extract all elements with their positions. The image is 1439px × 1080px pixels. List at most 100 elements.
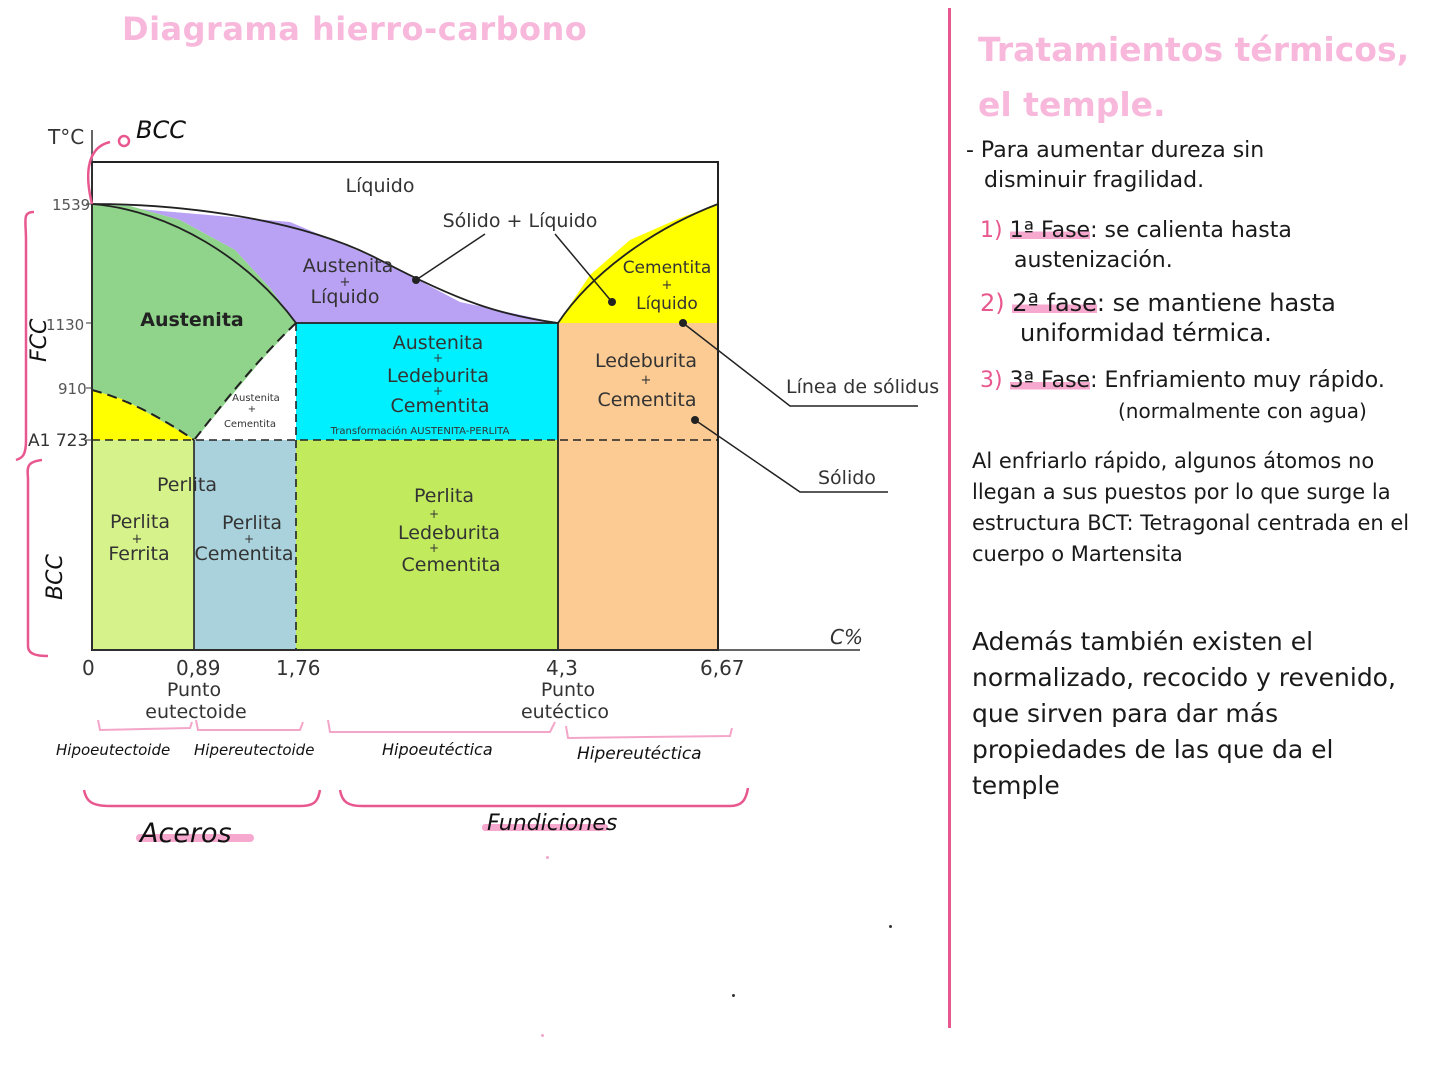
label-perlita-led-4: + bbox=[429, 541, 439, 555]
label-solido: Sólido bbox=[818, 467, 876, 489]
step-2-text: : se mantiene hasta bbox=[1096, 289, 1336, 317]
label-aust-led-cem-5: Cementita bbox=[390, 395, 489, 417]
handwritten-bcc-top: BCC bbox=[136, 116, 186, 144]
side-label-fcc: FCC bbox=[27, 318, 52, 362]
label-perlita-led-3: Ledeburita bbox=[398, 522, 500, 544]
iron-carbon-diagram: T°C C% 1539 1130 910 A1 723 0 0,89 1,76 … bbox=[15, 116, 939, 849]
austenite-boundary bbox=[91, 203, 297, 324]
region-cementite-liquid bbox=[558, 204, 718, 323]
pointer-solidus-line bbox=[682, 322, 918, 407]
range-hipereutectoide: Hipereutectoide bbox=[194, 741, 314, 759]
label-aus-cem-small-3: Cementita bbox=[224, 419, 276, 430]
step-3-line1: 3) 3ª Fase: Enfriamiento muy rápido. bbox=[980, 366, 1435, 396]
region-ledeburite-cementite bbox=[558, 323, 718, 650]
label-austenita-liquido-1: Austenita bbox=[303, 255, 394, 277]
pointer-sl-left bbox=[415, 233, 486, 281]
label-aust-led-cem-1: Austenita bbox=[393, 332, 484, 354]
label-aus-cem-small-1: Austenita bbox=[232, 393, 280, 404]
y-tick-910: 910 bbox=[58, 380, 87, 398]
label-austenita: Austenita bbox=[140, 309, 243, 331]
eutectoid-label-2: eutectoide bbox=[145, 701, 246, 723]
label-perlita-ferrita-2: + bbox=[132, 532, 143, 547]
region-cyan bbox=[296, 323, 558, 440]
range-hipoeutectica: Hipoeutéctica bbox=[382, 740, 493, 759]
step-3-text: : Enfriamiento muy rápido. bbox=[1090, 368, 1385, 393]
label-perlita-cementita-1: Perlita bbox=[222, 512, 282, 534]
notes-title: Tratamientos térmicos, el temple. bbox=[978, 22, 1428, 132]
notes-title-line1: Tratamientos térmicos, bbox=[978, 30, 1410, 69]
step-3-line2: (normalmente con agua) bbox=[1118, 399, 1367, 423]
pointer-dot-cementite-liquid bbox=[608, 298, 616, 306]
side-label-bcc: BCC bbox=[43, 554, 68, 600]
label-linea-solidus: Línea de sólidus bbox=[786, 376, 939, 398]
bracket-hipoeutectoide bbox=[97, 719, 193, 732]
bcc-top-curve bbox=[87, 140, 111, 205]
step-2: 2) 2ª fase: se mantiene hasta uniformida… bbox=[980, 288, 1430, 348]
label-perlita-led-2: + bbox=[429, 507, 439, 521]
region-austenite bbox=[92, 204, 296, 440]
range-hipoeutectoide: Hipoeutectoide bbox=[56, 741, 170, 759]
bcc-bracket bbox=[26, 458, 49, 658]
intro-note: - Para aumentar dureza sin disminuir fra… bbox=[966, 136, 1426, 196]
step-3: 3) 3ª Fase: Enfriamiento muy rápido. (no… bbox=[980, 366, 1435, 426]
label-perlita-ferrita-1: Perlita bbox=[110, 511, 170, 533]
label-led-cem-2: + bbox=[641, 373, 652, 388]
label-cementita-liquido-3: Líquido bbox=[636, 294, 698, 314]
label-led-cem-1: Ledeburita bbox=[595, 350, 697, 372]
label-aceros: Aceros bbox=[138, 818, 232, 849]
step-1-label: 1ª Fase bbox=[1009, 218, 1091, 243]
pointer-solido-line bbox=[694, 419, 888, 493]
bracket-hipereutectoide bbox=[195, 719, 304, 731]
step-2-line1: 2) 2ª fase: se mantiene hasta bbox=[980, 288, 1430, 318]
step-1-line2: austenización. bbox=[1014, 248, 1173, 273]
y-tick-1539: 1539 bbox=[52, 196, 90, 214]
fcc-bracket bbox=[15, 210, 35, 462]
y-axis-label: T°C bbox=[47, 125, 84, 149]
intro-line1: - Para aumentar dureza sin bbox=[966, 138, 1265, 163]
x-tick-0: 0 bbox=[82, 656, 95, 680]
label-perlita-led-5: Cementita bbox=[401, 554, 500, 576]
liquidus-line bbox=[91, 203, 719, 324]
label-aust-led-cem-3: Ledeburita bbox=[387, 365, 489, 387]
stray-dot-2 bbox=[732, 994, 735, 997]
other-treatments-paragraph: Además también existen el normalizado, r… bbox=[972, 627, 1396, 800]
bracket-aceros bbox=[82, 789, 322, 808]
step-1-line1: 1) 1ª Fase: se calienta hasta bbox=[980, 216, 1430, 246]
bracket-hipereutectica bbox=[565, 725, 733, 740]
region-liquid-austenite bbox=[92, 204, 558, 323]
y-tick-723: A1 723 bbox=[28, 431, 88, 451]
bcc-top-marker bbox=[117, 134, 131, 148]
region-yellow-left bbox=[92, 390, 195, 440]
bracket-fundiciones bbox=[338, 787, 750, 808]
diagram-title: Diagrama hierro-carbono bbox=[122, 10, 588, 48]
label-austenita-liquido-3: Líquido bbox=[311, 286, 380, 308]
eutectic-label-1: Punto bbox=[541, 679, 595, 701]
label-liquido: Líquido bbox=[346, 175, 415, 197]
region-perlite-cementite bbox=[194, 440, 296, 650]
y-tick-1130: 1130 bbox=[46, 316, 84, 334]
step-1-text: : se calienta hasta bbox=[1090, 218, 1292, 243]
label-led-cem-3: Cementita bbox=[597, 389, 696, 411]
stray-dot-1 bbox=[889, 925, 892, 928]
label-perlita-led-1: Perlita bbox=[414, 485, 474, 507]
label-solido-liquido: Sólido + Líquido bbox=[443, 210, 598, 232]
pointer-sl-right bbox=[554, 233, 613, 303]
step-1: 1) 1ª Fase: se calienta hasta austenizac… bbox=[980, 216, 1430, 276]
step-3-label: 3ª Fase bbox=[1009, 368, 1091, 393]
x-tick-089: 0,89 bbox=[176, 656, 221, 680]
stray-dot-4 bbox=[541, 1034, 544, 1037]
region-perlite-ledeburite bbox=[296, 440, 558, 650]
label-aust-led-cem-4: + bbox=[433, 384, 443, 398]
step-2-label: 2ª fase bbox=[1012, 289, 1097, 317]
region-austenite-cementite bbox=[195, 323, 296, 440]
notes-title-line2: el temple. bbox=[978, 85, 1166, 124]
x-tick-667: 6,67 bbox=[700, 656, 745, 680]
label-cementita-liquido-2: + bbox=[662, 278, 673, 293]
intro-line2: disminuir fragilidad. bbox=[984, 168, 1205, 193]
aceros-highlight bbox=[136, 834, 254, 842]
label-austenita-liquido-2: + bbox=[340, 275, 351, 290]
eutectoid-label-1: Punto bbox=[167, 679, 221, 701]
bracket-hipoeutectica bbox=[327, 719, 556, 733]
label-aus-cem-small-2: + bbox=[248, 404, 256, 415]
a3-line bbox=[91, 389, 195, 441]
